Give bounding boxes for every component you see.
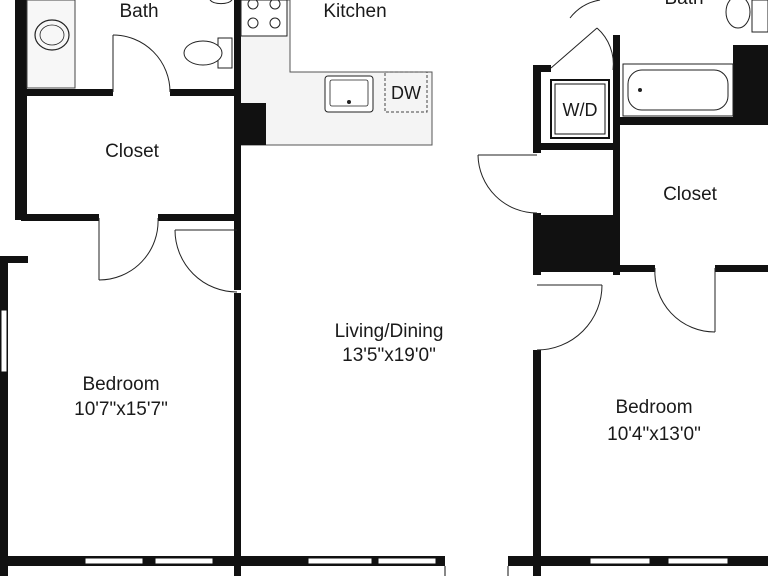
door-bedroom-right[interactable] — [536, 284, 603, 351]
window-bottom-4 — [377, 557, 437, 565]
wall-bath-bottom-a — [21, 89, 113, 96]
bedroom-left-size: 10'7"x15'7" — [74, 399, 168, 420]
wall-bath-right-exterior — [733, 45, 768, 120]
wall-closet-right-bottom-a — [613, 265, 655, 272]
dishwasher-icon — [384, 71, 428, 113]
washer-dryer-label: W/D — [563, 100, 598, 120]
wall-bedroom-living — [234, 293, 241, 576]
window-bottom-2 — [154, 557, 214, 565]
toilet-right-icon — [725, 0, 768, 33]
wall-closet-left-side — [21, 95, 27, 221]
bath-right-label: Bath — [664, 0, 703, 9]
kitchen-sink-icon — [324, 75, 374, 113]
wall-bath-right-bottom — [613, 117, 768, 125]
washer-dryer-icon — [550, 79, 610, 139]
wall-closet-left-bottom-b — [158, 214, 240, 221]
kitchen-label: Kitchen — [323, 1, 386, 22]
door-bath-right[interactable] — [569, 0, 601, 19]
wall-right-top-stub — [533, 65, 551, 72]
window-bottom-6 — [667, 557, 729, 565]
window-bottom-1 — [84, 557, 144, 565]
door-bedroom-left[interactable] — [174, 229, 238, 293]
door-wd[interactable] — [550, 27, 614, 71]
door-bath-left[interactable] — [112, 34, 171, 93]
bath-left-label: Bath — [119, 1, 158, 22]
living-label: Living/Dining — [335, 321, 444, 342]
wall-left-exterior-top — [15, 0, 21, 220]
wall-left-exterior-bottom — [0, 256, 8, 576]
bedroom-right-label: Bedroom — [615, 397, 692, 418]
closet-right-label: Closet — [663, 184, 718, 205]
wall-wd-closet — [541, 143, 613, 150]
wall-bath-left-side — [21, 0, 27, 95]
bedroom-left-label: Bedroom — [82, 374, 159, 395]
window-bottom-5 — [589, 557, 651, 565]
wall-bath-bottom-b — [170, 89, 240, 96]
window-left-side — [0, 309, 8, 373]
toilet-icon — [183, 0, 233, 69]
wall-bottom-left — [0, 556, 445, 566]
bathtub-icon — [622, 63, 734, 117]
column-right — [533, 215, 613, 272]
living-size: 13'5"x19'0" — [342, 345, 436, 366]
door-closet-left[interactable] — [98, 217, 159, 281]
wall-bedroom-right-left — [533, 350, 541, 576]
dishwasher-label: DW — [391, 83, 421, 103]
wall-left-exterior-jog — [0, 256, 28, 263]
door-entry[interactable] — [477, 154, 538, 214]
sink-icon — [26, 0, 76, 89]
window-bottom-3 — [307, 557, 373, 565]
bedroom-right-size: 10'4"x13'0" — [607, 424, 701, 445]
wall-bath-right-left — [613, 35, 620, 275]
wall-closet-left-bottom-a — [21, 214, 99, 221]
door-closet-right[interactable] — [654, 267, 716, 333]
closet-left-label: Closet — [105, 141, 160, 162]
stove-icon — [240, 0, 288, 37]
wall-right-unit-left — [533, 65, 541, 153]
wall-closet-right-bottom-b — [715, 265, 768, 272]
column-kitchen — [234, 103, 266, 145]
